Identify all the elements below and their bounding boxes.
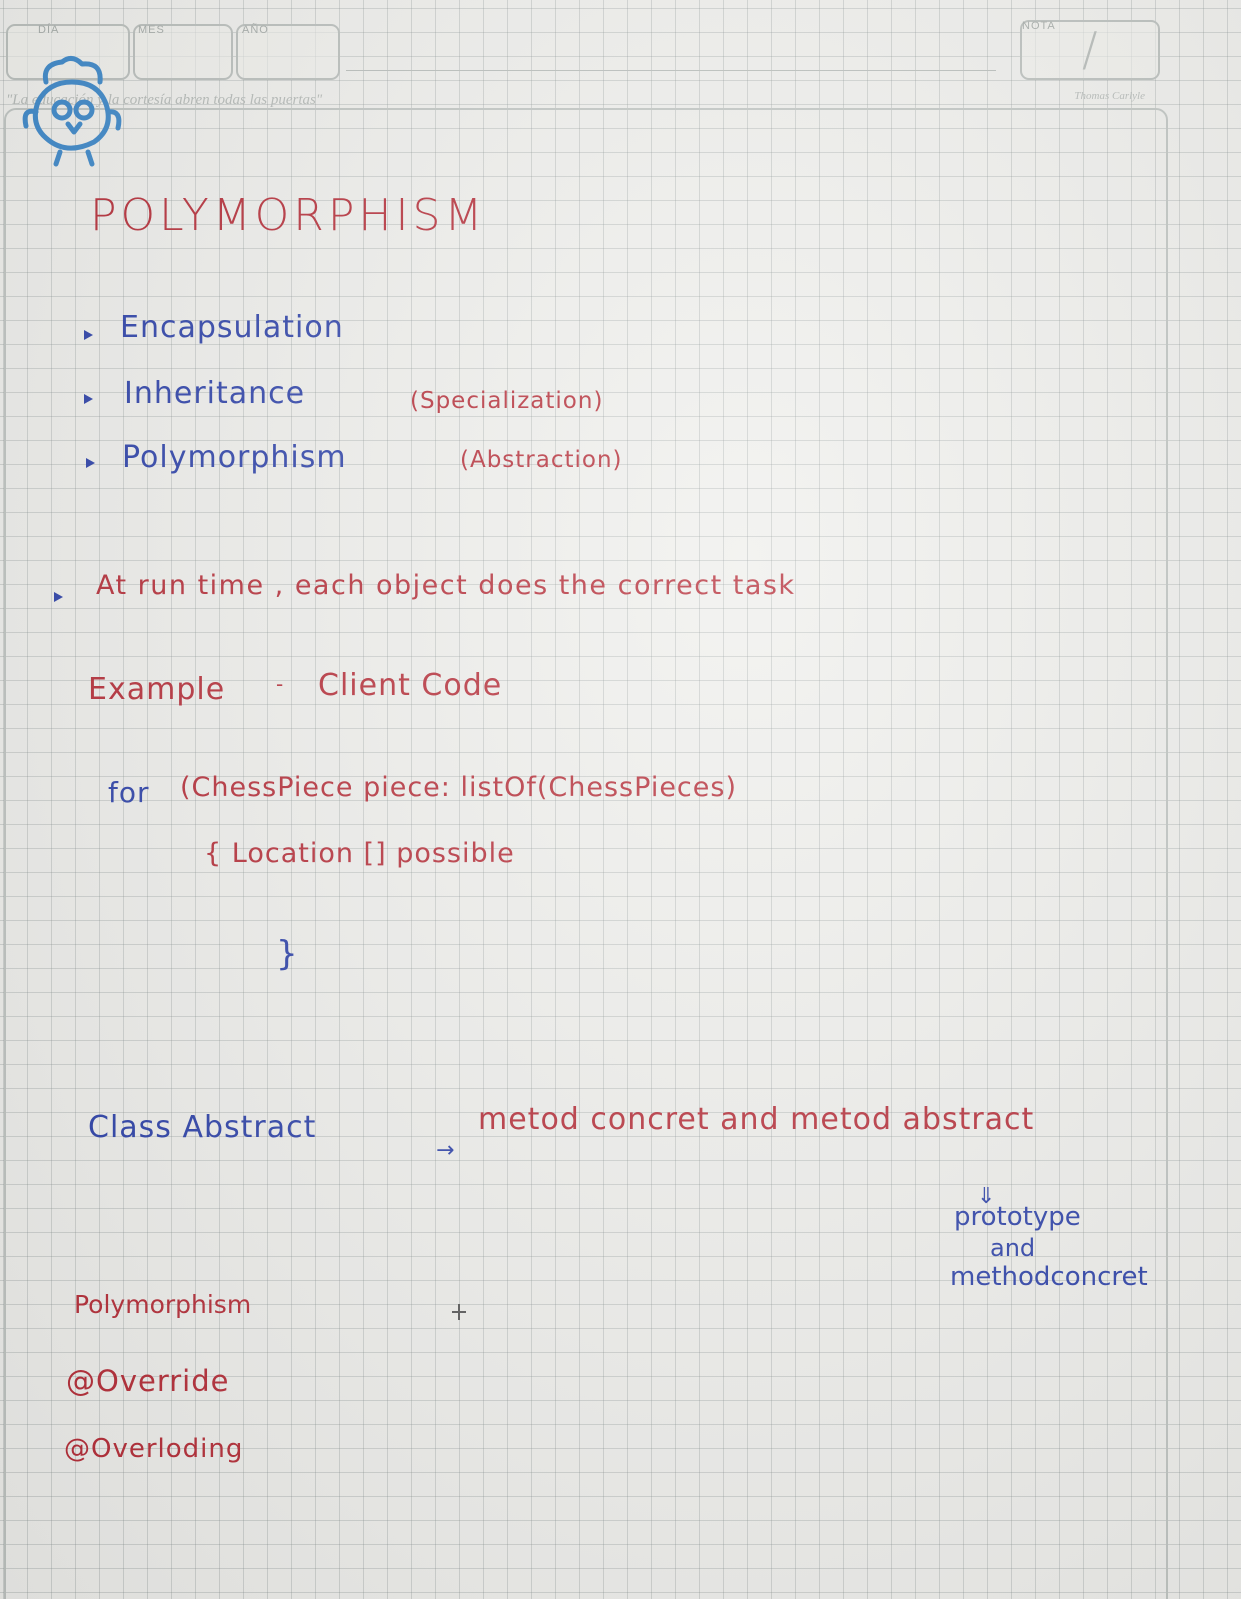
overloading-annotation: @Overloding (64, 1434, 244, 1464)
bullet-triangle-icon (84, 394, 93, 404)
day-label: DÍA (38, 24, 60, 36)
prototype-label: prototype (954, 1202, 1081, 1232)
month-label: MES (138, 24, 165, 36)
code-line-2: { Location [] possible (204, 838, 515, 869)
abstract-class-label: Class Abstract (88, 1110, 317, 1145)
day-box (6, 24, 130, 80)
page-title: POLYMORPHISM (90, 190, 487, 241)
code-line-1: (ChessPiece piece: listOf(ChessPieces) (180, 772, 737, 803)
abstract-description: metod concret and metod abstract (478, 1102, 1035, 1137)
bullet-triangle-icon (54, 592, 63, 602)
override-annotation: @Override (66, 1364, 230, 1398)
pillar-encapsulation: Encapsulation (120, 310, 344, 345)
year-box (236, 24, 340, 80)
bullet-triangle-icon (84, 330, 93, 340)
method-concret-label: methodconcret (950, 1262, 1148, 1292)
polymorphism-heading: Polymorphism (74, 1290, 252, 1319)
grade-label: NOTA (1022, 20, 1056, 32)
grade-box (1020, 20, 1160, 80)
example-separator: - (276, 672, 285, 696)
arrow-right-icon: → (436, 1138, 455, 1163)
pillar-polymorphism-aside: (Abstraction) (460, 447, 623, 473)
arrow-down-icon: ⇓ (977, 1184, 996, 1209)
pillar-inheritance-aside: (Specialization) (410, 388, 604, 414)
code-keyword-for: for (108, 776, 150, 809)
code-line-3: } (276, 934, 299, 974)
client-code-label: Client Code (318, 668, 503, 703)
content-frame (4, 108, 1168, 1599)
bird-logo-icon (22, 56, 122, 167)
and-label: and (990, 1234, 1036, 1262)
runtime-note: At run time , each object does the corre… (96, 570, 796, 601)
bullet-triangle-icon (86, 458, 95, 468)
month-box (133, 24, 233, 80)
example-label: Example (88, 672, 226, 707)
grade-value: / (1082, 22, 1098, 76)
pen-mark (452, 1311, 466, 1313)
header-line (346, 70, 996, 71)
pillar-polymorphism: Polymorphism (122, 440, 347, 475)
year-label: AÑO (242, 24, 269, 36)
pillar-inheritance: Inheritance (124, 376, 306, 411)
header-author: Thomas Carlyle (1074, 90, 1145, 102)
